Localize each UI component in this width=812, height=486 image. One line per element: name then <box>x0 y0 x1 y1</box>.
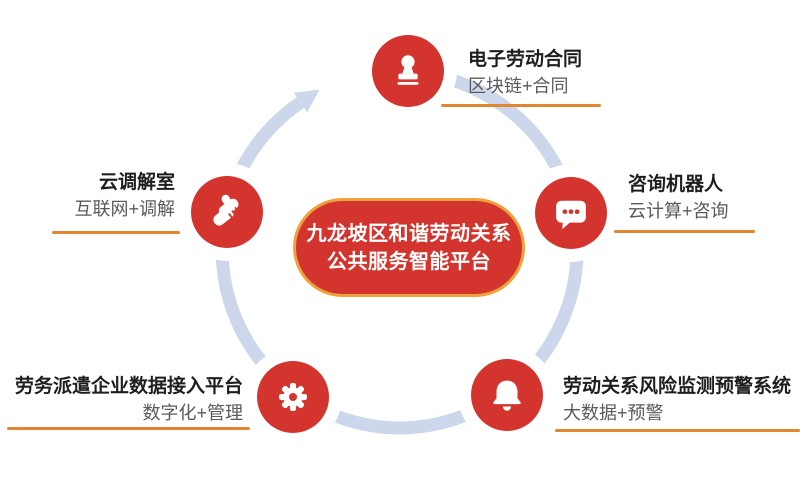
gear-icon <box>279 383 307 411</box>
chat-robot-icon <box>556 200 586 230</box>
node-title: 咨询机器人 <box>628 174 724 195</box>
node-subtitle: 云计算+咨询 <box>628 201 729 221</box>
node-title: 电子劳动合同 <box>468 49 583 70</box>
stamp-icon <box>397 55 419 85</box>
label-data-access: 劳务派遣企业数据接入平台 数字化+管理 <box>8 374 243 426</box>
node-title: 劳动关系风险监测预警系统 <box>563 376 792 397</box>
node-subtitle: 区块链+合同 <box>468 76 569 96</box>
node-risk-warning <box>471 359 543 431</box>
label-cloud-mediation: 云调解室 互联网+调解 <box>15 170 175 222</box>
platform-title-line2: 公共服务智能平台 <box>327 250 491 273</box>
label-risk-warning: 劳动关系风险监测预警系统 大数据+预警 <box>563 374 791 426</box>
label-consult-robot: 咨询机器人 云计算+咨询 <box>628 172 729 224</box>
platform-title-line1: 九龙坡区和谐劳动关系 <box>306 222 512 245</box>
underline-consult-robot <box>614 230 755 233</box>
node-consult-robot <box>535 177 607 249</box>
underline-data-access <box>7 427 250 430</box>
handshake-icon <box>213 194 239 226</box>
node-title: 云调解室 <box>98 172 175 193</box>
node-subtitle: 互联网+调解 <box>74 199 175 219</box>
node-subtitle: 大数据+预警 <box>563 403 664 423</box>
node-subtitle: 数字化+管理 <box>142 403 243 423</box>
node-cloud-mediation <box>191 176 263 248</box>
underline-cloud-mediation <box>52 231 180 234</box>
bell-icon <box>493 380 521 411</box>
node-title: 劳务派遣企业数据接入平台 <box>14 376 243 397</box>
arrowhead-icon <box>293 89 320 113</box>
label-electronic-contract: 电子劳动合同 区块链+合同 <box>468 47 582 99</box>
node-electronic-contract <box>372 35 444 107</box>
underline-electronic-contract <box>441 104 601 107</box>
underline-risk-warning <box>555 429 800 432</box>
node-data-access <box>257 361 329 433</box>
center-platform-pill: 九龙坡区和谐劳动关系 公共服务智能平台 <box>293 198 525 297</box>
